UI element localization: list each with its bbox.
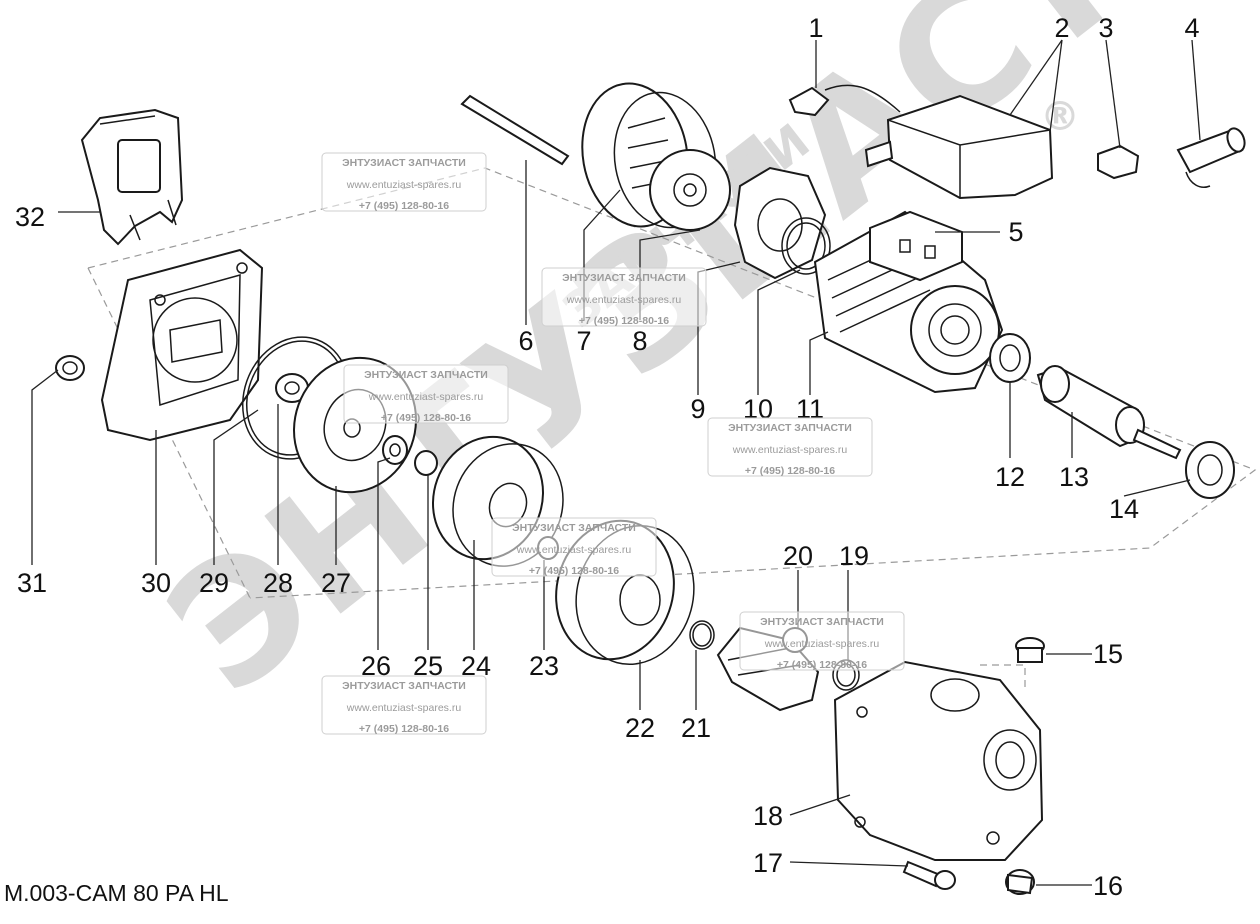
bearing-shield-part [733, 166, 827, 280]
capacitor-part [1176, 127, 1246, 188]
callout-15: 15 [1093, 639, 1123, 669]
callout-27: 27 [321, 568, 351, 598]
svg-text:www.entuziast-spares.ru: www.entuziast-spares.ru [346, 702, 462, 714]
callout-18: 18 [753, 801, 783, 831]
svg-text:ЭНТУЗИАСТ ЗАПЧАСТИ: ЭНТУЗИАСТ ЗАПЧАСТИ [760, 616, 884, 628]
dealer-stamp-7: ЭНТУЗИАСТ ЗАПЧАСТИ www.entuziast-spares.… [321, 675, 487, 735]
svg-text:ЭНТУЗИАСТ ЗАПЧАСТИ: ЭНТУЗИАСТ ЗАПЧАСТИ [364, 369, 488, 381]
callout-12: 12 [995, 462, 1025, 492]
watermark-registered-mark: ® [905, 9, 933, 42]
callout-14: 14 [1109, 494, 1139, 524]
motor-o-ring-part [781, 217, 831, 275]
bolt-part [902, 860, 956, 890]
callout-4: 4 [1184, 13, 1199, 43]
callout-30: 30 [141, 568, 171, 598]
svg-text:+7 (495) 128-80-16: +7 (495) 128-80-16 [777, 659, 867, 671]
spacer-part [414, 450, 438, 476]
tie-rod-part [460, 94, 570, 166]
callout-20: 20 [783, 541, 813, 571]
model-code-label: M.003-CAM 80 PA HL [4, 880, 229, 906]
svg-text:+7 (495) 128-80-16: +7 (495) 128-80-16 [359, 200, 449, 212]
shaft-seal-part [382, 435, 408, 465]
filler-plug-part [1015, 637, 1045, 663]
dealer-stamp-6: ЭНТУЗИАСТ ЗАПЧАСТИ www.entuziast-spares.… [739, 611, 905, 671]
rear-bearing-part [1185, 441, 1235, 499]
o-ring-small-part [689, 620, 715, 650]
callout-numbers: 1 2 3 4 5 6 7 8 9 10 11 12 13 14 15 16 1… [15, 13, 1200, 901]
svg-text:ЭНТУЗИАСТ ЗАПЧАСТИ: ЭНТУЗИАСТ ЗАПЧАСТИ [728, 422, 852, 434]
callout-16: 16 [1093, 871, 1123, 901]
rotor-part [1036, 365, 1182, 460]
callout-8: 8 [632, 326, 647, 356]
svg-text:+7 (495) 128-80-16: +7 (495) 128-80-16 [381, 412, 471, 424]
svg-text:ЭНТУЗИАСТ ЗАПЧАСТИ: ЭНТУЗИАСТ ЗАПЧАСТИ [512, 522, 636, 534]
callout-32: 32 [15, 202, 45, 232]
dealer-stamp-5: ЭНТУЗИАСТ ЗАПЧАСТИ www.entuziast-spares.… [491, 517, 657, 577]
svg-text:www.entuziast-spares.ru: www.entuziast-spares.ru [764, 638, 880, 650]
callout-3: 3 [1098, 13, 1113, 43]
svg-text:+7 (495) 128-80-16: +7 (495) 128-80-16 [579, 315, 669, 327]
callout-7: 7 [576, 326, 591, 356]
svg-text:ЭНТУЗИАСТ ЗАПЧАСТИ: ЭНТУЗИАСТ ЗАПЧАСТИ [342, 680, 466, 692]
dealer-stamp-1: ЭНТУЗИАСТ ЗАПЧАСТИ www.entuziast-spares.… [321, 152, 487, 212]
svg-text:+7 (495) 128-80-16: +7 (495) 128-80-16 [359, 723, 449, 735]
callout-23: 23 [529, 651, 559, 681]
svg-text:+7 (495) 128-80-16: +7 (495) 128-80-16 [745, 465, 835, 477]
svg-text:www.entuziast-spares.ru: www.entuziast-spares.ru [516, 544, 632, 556]
handle-part [80, 108, 184, 246]
power-cable-part [788, 84, 901, 117]
callout-5: 5 [1008, 217, 1023, 247]
callout-31: 31 [17, 568, 47, 598]
dealer-stamp-2: ЭНТУЗИАСТ ЗАПЧАСТИ www.entuziast-spares.… [541, 267, 707, 327]
dealer-stamp-3: ЭНТУЗИАСТ ЗАПЧАСТИ www.entuziast-spares.… [343, 364, 509, 424]
callout-6: 6 [518, 326, 533, 356]
callout-17: 17 [753, 848, 783, 878]
svg-text:www.entuziast-spares.ru: www.entuziast-spares.ru [368, 391, 484, 403]
leader-lines [31, 39, 1201, 886]
dealer-stamp-4: ЭНТУЗИАСТ ЗАПЧАСТИ www.entuziast-spares.… [707, 417, 873, 477]
callout-1: 1 [808, 13, 823, 43]
svg-text:ЭНТУЗИАСТ ЗАПЧАСТИ: ЭНТУЗИАСТ ЗАПЧАСТИ [342, 157, 466, 169]
drain-plug-part [1005, 869, 1035, 895]
nut-part [55, 355, 85, 381]
callout-29: 29 [199, 568, 229, 598]
control-box-part [864, 94, 1054, 200]
svg-text:+7 (495) 128-80-16: +7 (495) 128-80-16 [529, 565, 619, 577]
callout-13: 13 [1059, 462, 1089, 492]
svg-text:www.entuziast-spares.ru: www.entuziast-spares.ru [566, 294, 682, 306]
callout-2: 2 [1054, 13, 1069, 43]
front-bearing-part [989, 333, 1031, 383]
svg-text:www.entuziast-spares.ru: www.entuziast-spares.ru [732, 444, 848, 456]
callout-28: 28 [263, 568, 293, 598]
svg-text:www.entuziast-spares.ru: www.entuziast-spares.ru [346, 179, 462, 191]
fan-part [649, 149, 731, 231]
terminal-block-part [869, 210, 963, 282]
callout-9: 9 [690, 394, 705, 424]
callout-19: 19 [839, 541, 869, 571]
callout-21: 21 [681, 713, 711, 743]
switch-part [1097, 144, 1140, 180]
callout-22: 22 [625, 713, 655, 743]
pump-front-frame-part [100, 248, 264, 442]
svg-text:ЭНТУЗИАСТ ЗАПЧАСТИ: ЭНТУЗИАСТ ЗАПЧАСТИ [562, 272, 686, 284]
pump-housing-part [833, 660, 1044, 861]
